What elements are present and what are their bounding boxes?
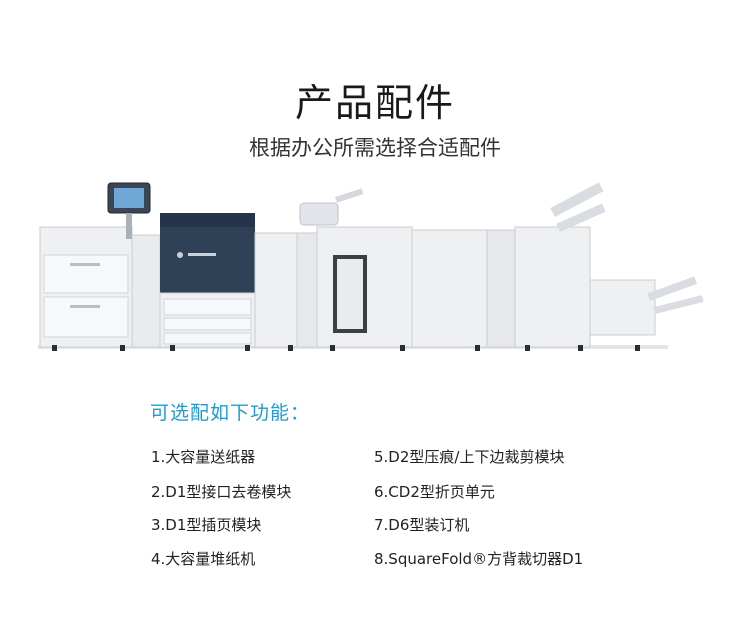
inserter-tray <box>299 188 364 226</box>
feature-item-5: 5.D2型压痕/上下边裁剪模块 <box>374 448 565 466</box>
booklet-maker <box>550 182 704 336</box>
feature-item-2: 2.D1型接口去卷模块 <box>151 483 292 501</box>
feature-item-7: 7.D6型装订机 <box>374 516 470 534</box>
feature-item-3: 3.D1型插页模块 <box>151 516 262 534</box>
options-heading: 可选配如下功能： <box>150 402 311 424</box>
page-title: 产品配件 <box>294 81 455 125</box>
feature-item-6: 6.CD2型折页单元 <box>374 483 495 501</box>
control-panel <box>107 182 151 239</box>
feature-item-4: 4.大容量堆纸机 <box>151 550 256 568</box>
production-printer-illustration <box>38 182 704 351</box>
feature-item-8: 8.SquareFold®方背裁切器D1 <box>374 550 584 568</box>
feature-item-1: 1.大容量送纸器 <box>151 448 256 466</box>
high-capacity-stacker <box>316 226 413 348</box>
paper-feeder-unit <box>39 226 133 348</box>
page-subtitle: 根据办公所需选择合适配件 <box>249 136 501 160</box>
printer-main-body <box>159 213 256 348</box>
